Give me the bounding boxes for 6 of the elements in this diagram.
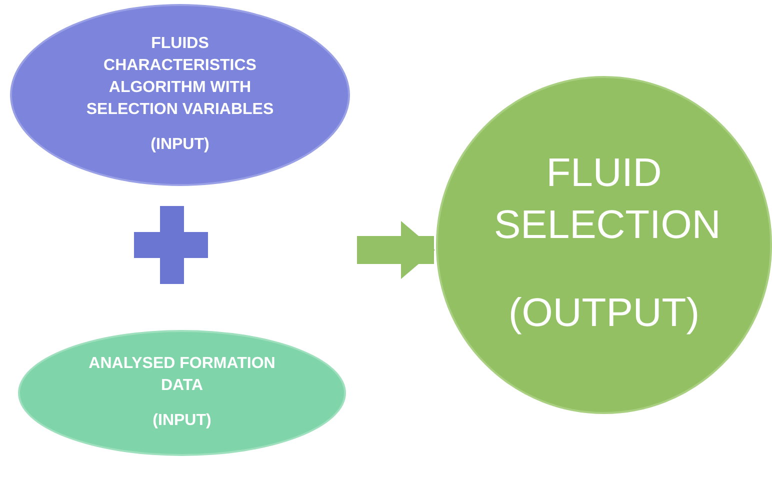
node-label: (INPUT) xyxy=(150,135,210,155)
node-label: FLUIDS CHARACTERISTICS ALGORITHM WITH SELECTION VARIABLES xyxy=(85,34,275,120)
node-label: (OUTPUT) xyxy=(508,290,700,337)
block-arrow xyxy=(357,221,435,279)
node-label: (INPUT) xyxy=(152,411,212,431)
node-label: ANALYSED FORMATION DATA xyxy=(88,354,276,396)
